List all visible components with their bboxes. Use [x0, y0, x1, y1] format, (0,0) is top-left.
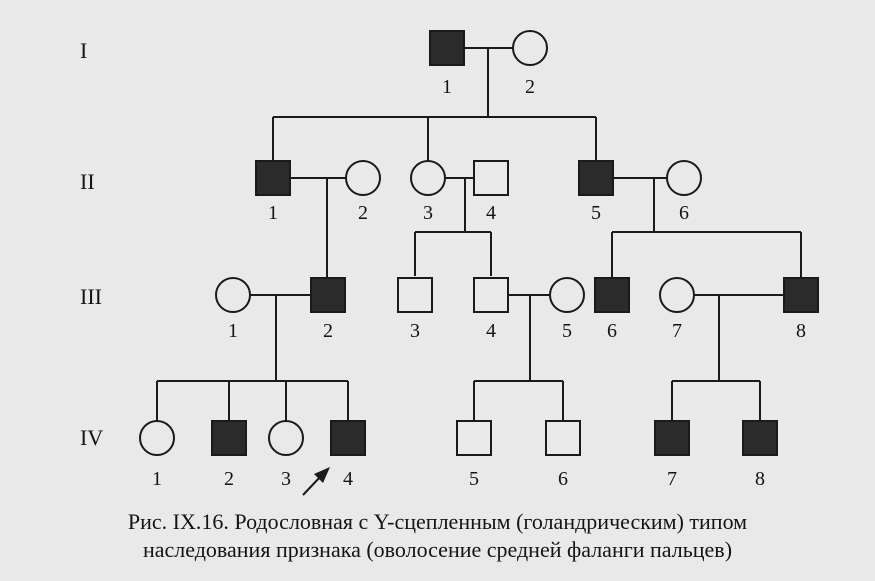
individual-number-3-2: 2 — [323, 320, 333, 342]
individuals: 1 2 1 2 3 4 5 6 1 2 3 4 5 6 7 8 1 2 3 4 5 6 7 8 — [139, 30, 819, 490]
individual-number-1-2: 2 — [525, 76, 535, 98]
individual-number-4-5: 5 — [469, 468, 479, 490]
male-symbol-2-1 — [255, 160, 291, 196]
figure-caption: Рис. IX.16. Родословная с Y-сцепленным (… — [0, 508, 875, 564]
male-symbol-2-4 — [473, 160, 509, 196]
pedigree-diagram: I II III IV — [80, 30, 819, 496]
individual-number-3-8: 8 — [796, 320, 806, 342]
male-symbol-3-3 — [397, 277, 433, 313]
male-symbol-4-4 — [330, 420, 366, 456]
male-symbol-4-2 — [211, 420, 247, 456]
individual-number-1-1: 1 — [442, 76, 452, 98]
generation-label-4: IV — [80, 425, 103, 450]
individual-number-3-3: 3 — [410, 320, 420, 342]
female-symbol-3-7 — [659, 277, 695, 313]
female-symbol-4-3 — [268, 420, 304, 456]
individual-number-2-3: 3 — [423, 202, 433, 224]
female-symbol-2-2 — [345, 160, 381, 196]
male-symbol-4-6 — [545, 420, 581, 456]
caption-line-2: наследования признака (оволосение средне… — [142, 537, 733, 562]
generation-label-1: I — [80, 38, 87, 63]
individual-number-3-6: 6 — [607, 320, 617, 342]
individual-number-4-2: 2 — [224, 468, 234, 490]
male-symbol-4-5 — [456, 420, 492, 456]
individual-number-3-5: 5 — [562, 320, 572, 342]
pedigree-lines — [156, 47, 802, 422]
male-symbol-4-8 — [742, 420, 778, 456]
generation-label-3: III — [80, 284, 102, 309]
individual-number-2-6: 6 — [679, 202, 689, 224]
individual-number-2-2: 2 — [358, 202, 368, 224]
male-symbol-3-4 — [473, 277, 509, 313]
male-symbol-3-8 — [783, 277, 819, 313]
individual-number-3-4: 4 — [486, 320, 496, 342]
female-symbol-3-5 — [549, 277, 585, 313]
individual-number-3-1: 1 — [228, 320, 238, 342]
individual-number-4-1: 1 — [152, 468, 162, 490]
male-symbol-4-7 — [654, 420, 690, 456]
female-symbol-4-1 — [139, 420, 175, 456]
female-symbol-1-2 — [512, 30, 548, 66]
female-symbol-3-1 — [215, 277, 251, 313]
generation-labels: I II III IV — [80, 38, 103, 450]
male-symbol-2-5 — [578, 160, 614, 196]
individual-number-2-1: 1 — [268, 202, 278, 224]
proband-arrow — [302, 467, 330, 496]
individual-number-2-5: 5 — [591, 202, 601, 224]
male-symbol-3-2 — [310, 277, 346, 313]
generation-label-2: II — [80, 169, 95, 194]
individual-number-4-6: 6 — [558, 468, 568, 490]
female-symbol-2-6 — [666, 160, 702, 196]
individual-number-4-8: 8 — [755, 468, 765, 490]
caption-line-1: Рис. IX.16. Родословная с Y-сцепленным (… — [127, 509, 748, 534]
individual-number-2-4: 4 — [486, 202, 496, 224]
male-symbol-3-6 — [594, 277, 630, 313]
individual-number-4-4: 4 — [343, 468, 353, 490]
individual-number-4-7: 7 — [667, 468, 677, 490]
male-symbol-1-1 — [429, 30, 465, 66]
female-symbol-2-3 — [410, 160, 446, 196]
individual-number-4-3: 3 — [281, 468, 291, 490]
individual-number-3-7: 7 — [672, 320, 682, 342]
